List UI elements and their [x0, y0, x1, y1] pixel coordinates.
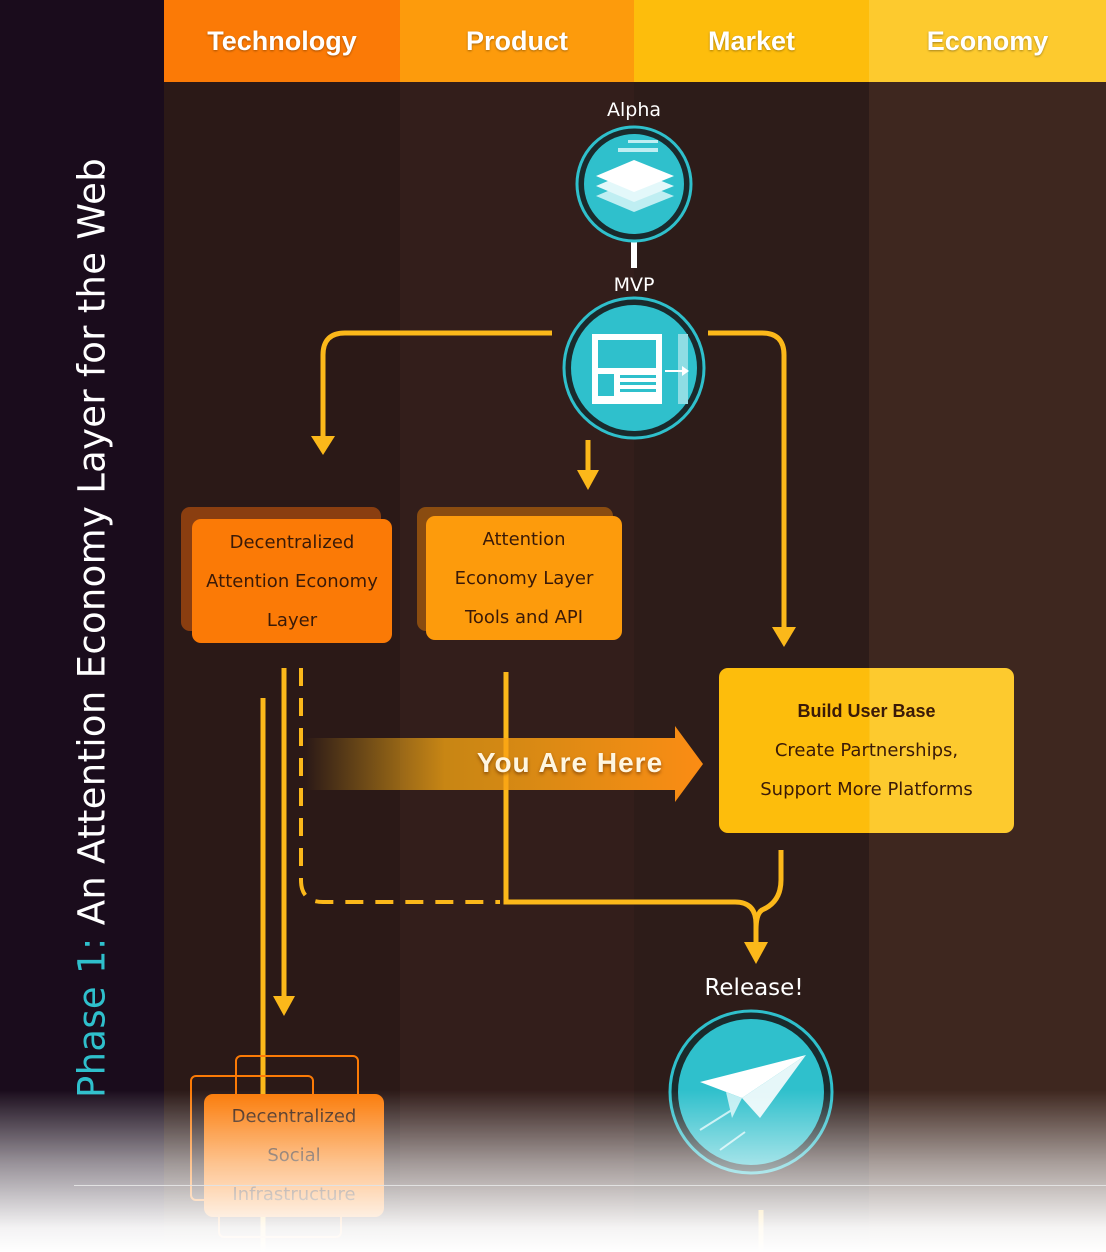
- arrowhead-release: [744, 942, 768, 964]
- mvp-icon: [562, 296, 706, 440]
- product-box-line-2: Economy Layer: [454, 567, 594, 589]
- paper-plane-icon: [668, 1009, 834, 1175]
- product-box: Attention Economy Layer Tools and API: [426, 516, 622, 640]
- column-header-market: Market: [634, 0, 869, 82]
- economy-band: [869, 0, 1106, 1252]
- social-box-line-1: Decentralized: [231, 1106, 357, 1127]
- you-are-here-label: You Are Here: [476, 747, 664, 778]
- mvp-to-market-line: [708, 330, 787, 630]
- alpha-mvp-connector: [631, 240, 637, 268]
- arrowhead-product: [577, 470, 599, 490]
- arrowhead-market: [772, 627, 796, 647]
- social-box-line-2: Social: [267, 1145, 321, 1166]
- column-header-economy: Economy: [869, 0, 1106, 82]
- mvp-to-tech-line: [320, 330, 552, 440]
- tech-box-line-2: Attention Economy: [206, 570, 378, 592]
- market-box-title: Build User Base: [797, 701, 936, 721]
- market-box: Build User Base Create Partnerships, Sup…: [719, 668, 1014, 833]
- column-header-technology: Technology: [164, 0, 400, 82]
- alpha-label: Alpha: [606, 99, 662, 121]
- market-to-release-line: [753, 850, 784, 931]
- tech-box-line-3: Layer: [266, 609, 318, 631]
- you-are-here-arrow: [305, 726, 703, 802]
- market-box-line-1: Create Partnerships,: [774, 740, 959, 761]
- bottom-divider: [74, 1185, 1106, 1186]
- column-header-product: Product: [400, 0, 634, 82]
- sidebar: Phase 1: An Attention Economy Layer for …: [0, 0, 164, 1252]
- release-label: Release!: [704, 975, 804, 1001]
- tech-box-line-1: Decentralized: [229, 531, 355, 553]
- market-box-line-2: Support More Platforms: [760, 779, 973, 800]
- tech-to-release-dashed: [299, 668, 500, 904]
- social-box: Decentralized Social Infrastructure: [204, 1094, 384, 1217]
- alpha-icon: [575, 125, 693, 243]
- arrowhead-social: [273, 996, 295, 1016]
- mvp-label: MVP: [613, 274, 655, 296]
- product-box-line-1: Attention: [482, 528, 566, 550]
- product-box-line-3: Tools and API: [464, 606, 584, 628]
- social-box-line-3: Infrastructure: [232, 1184, 356, 1205]
- arrowhead-tech: [311, 436, 335, 455]
- tech-box: Decentralized Attention Economy Layer: [192, 519, 392, 643]
